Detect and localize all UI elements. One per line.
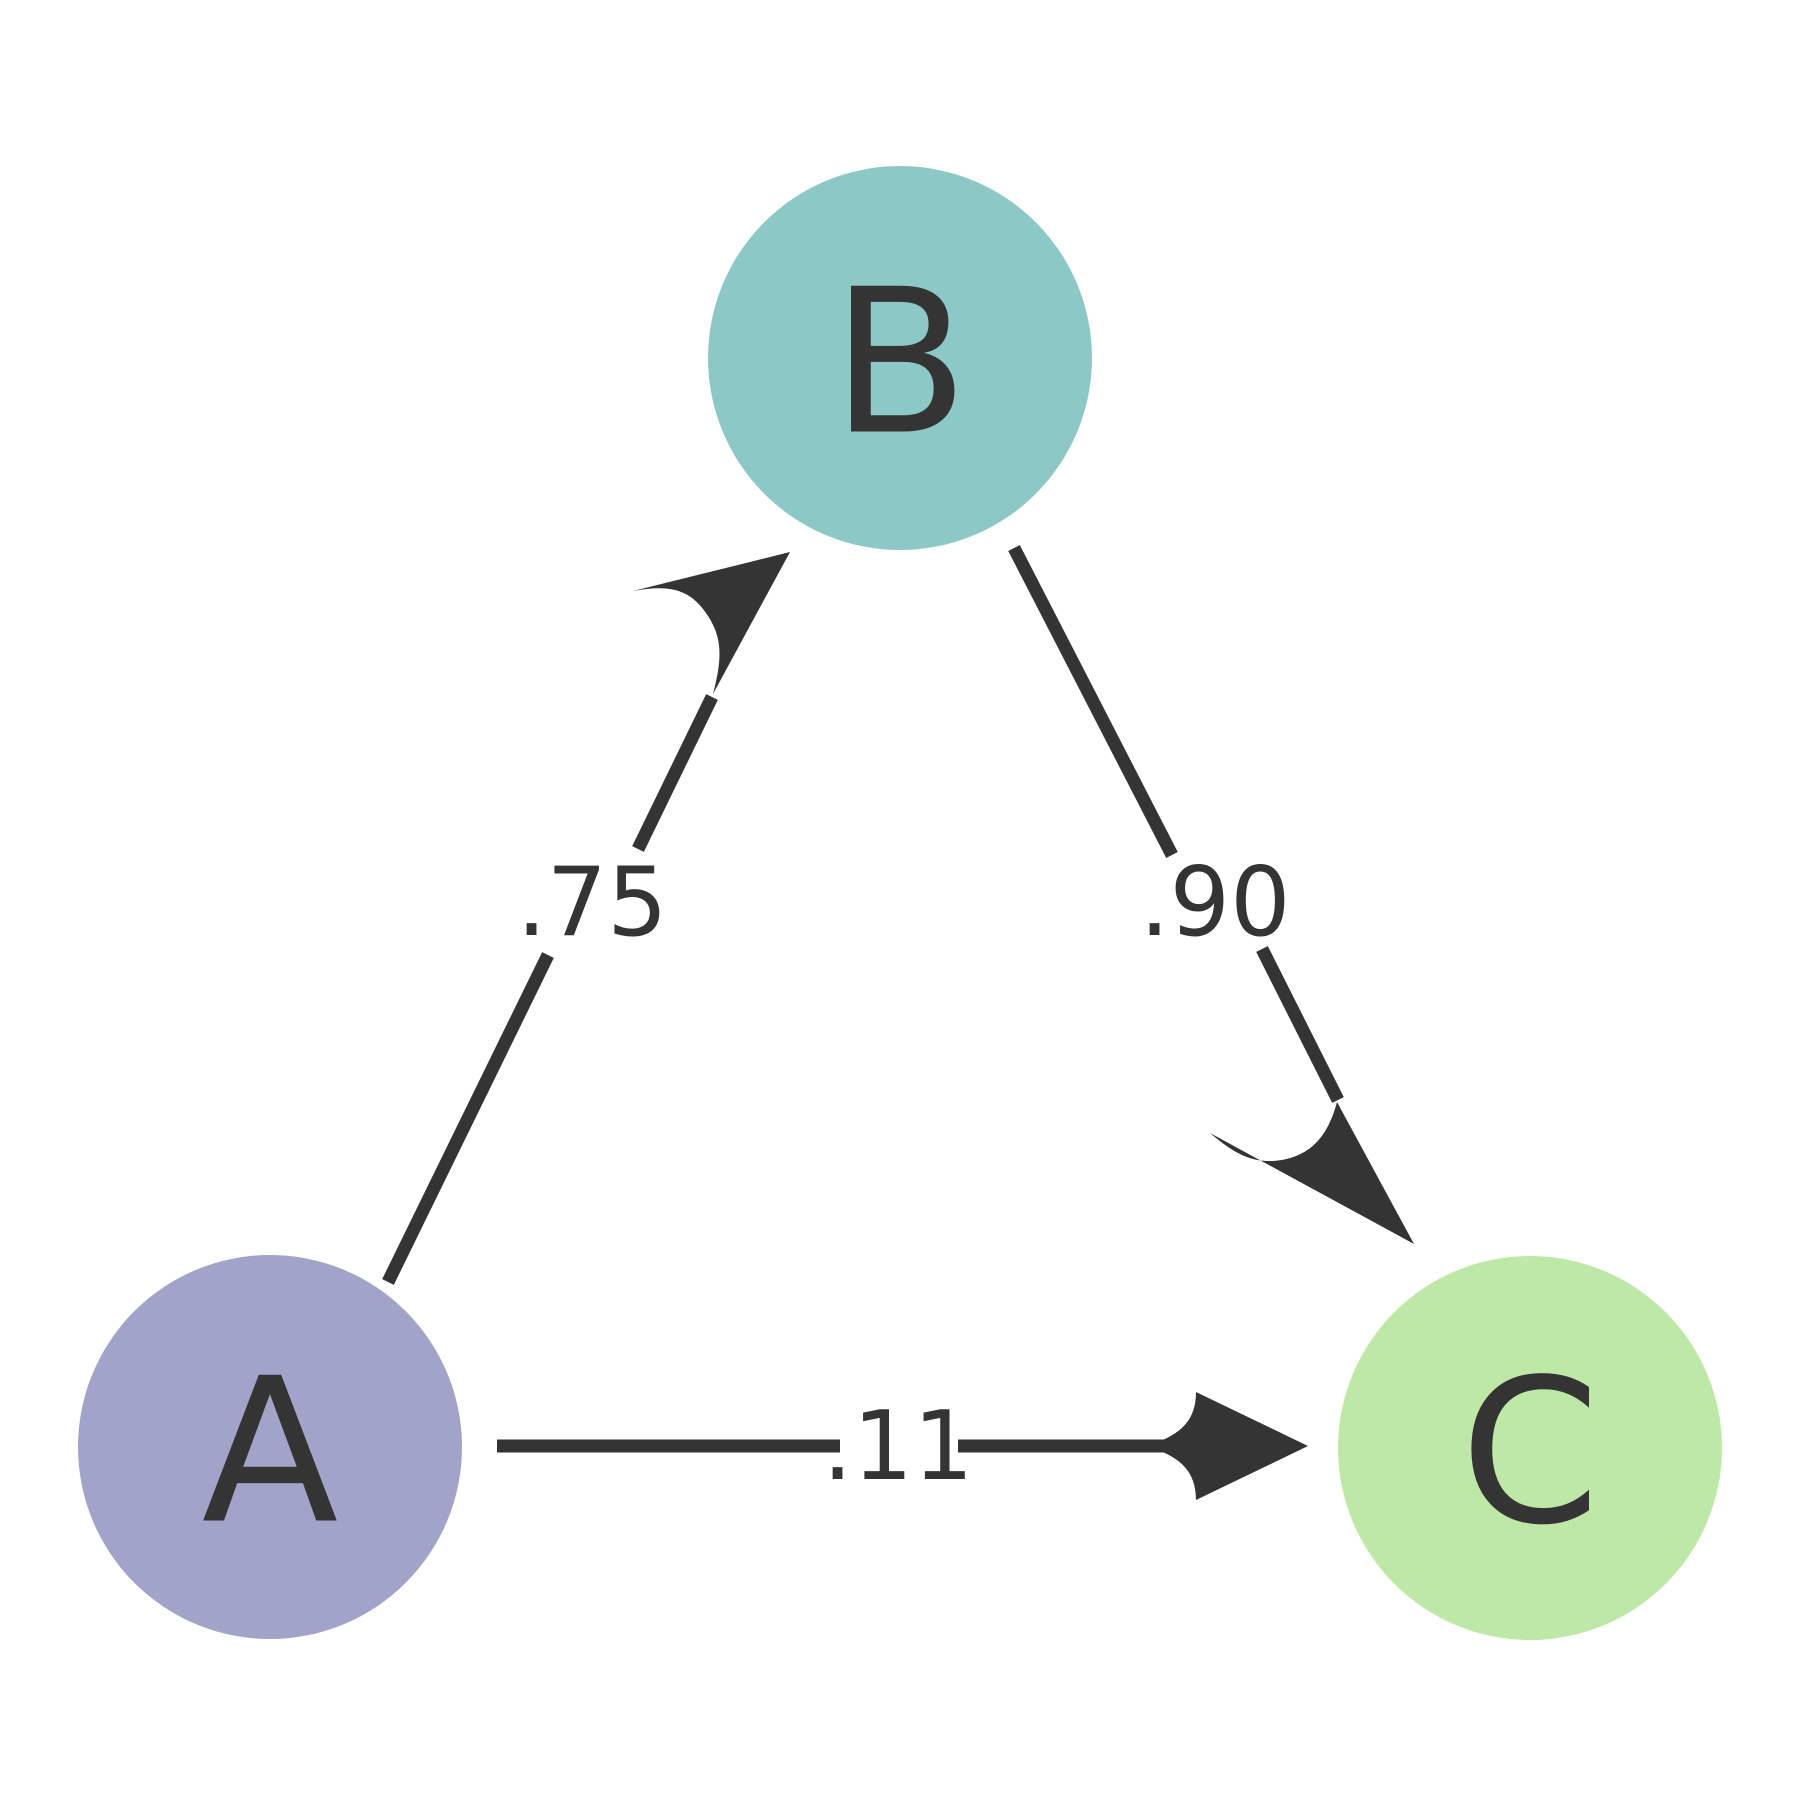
edge-a-to-c-weight-label: .11 [822, 1392, 973, 1502]
edge-b-to-c-segment-lower [1256, 946, 1344, 1103]
node-c[interactable]: C [1338, 1256, 1722, 1640]
node-c-label: C [1460, 1337, 1600, 1570]
node-b[interactable]: B [708, 166, 1092, 550]
edge-a-to-c[interactable] [497, 1392, 1308, 1500]
node-b-label: B [831, 247, 968, 480]
edge-a-to-b[interactable] [382, 552, 790, 1285]
edge-a-to-b-arrowhead [633, 552, 790, 694]
edge-a-to-b-segment-lower [382, 952, 554, 1285]
edge-a-to-c-arrowhead [1146, 1392, 1308, 1500]
node-a-label: A [202, 1336, 339, 1569]
edge-a-to-b-weight-label: .75 [516, 848, 667, 958]
edge-b-to-c-weight-label: .90 [1139, 848, 1290, 958]
edge-b-to-c-arrowhead [1210, 1102, 1414, 1244]
edge-a-to-b-segment-upper [632, 694, 718, 852]
edge-b-to-c-segment-upper [1008, 545, 1178, 858]
node-b-circle [708, 166, 1092, 550]
edge-b-to-c[interactable] [1008, 545, 1414, 1244]
node-c-circle [1338, 1256, 1722, 1640]
node-a-circle [78, 1255, 462, 1639]
node-a[interactable]: A [78, 1255, 462, 1639]
